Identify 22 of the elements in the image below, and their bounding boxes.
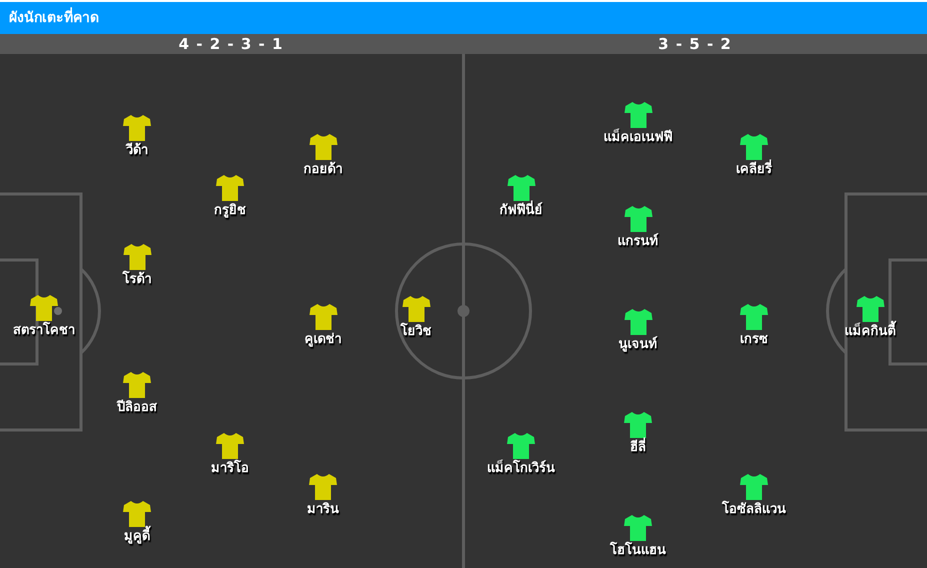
- player-name: วีด้า: [126, 143, 148, 159]
- player-name: โรด้า: [122, 272, 152, 288]
- player-name: โฮโนแฮน: [610, 543, 666, 559]
- player-name: คูเดช่า: [304, 332, 342, 348]
- player-name: กอยด้า: [304, 162, 342, 178]
- formation-label: 4 - 2 - 3 - 1: [178, 35, 284, 53]
- player-name: โอซัลลิแวน: [722, 502, 786, 518]
- player-name: แม็คโกเวิร์น: [487, 461, 555, 477]
- player-name: เคลียรี่: [736, 162, 772, 178]
- player-name: เกรซ: [740, 332, 768, 348]
- player-name: สตราโคชา: [13, 323, 75, 339]
- player-name: ปีลิออส: [117, 400, 157, 416]
- player-name: นูเจนท์: [618, 337, 658, 353]
- player-name: กัฟฟีนี่ย์: [500, 203, 542, 219]
- player-name: แม็คเอเนฟฟี: [604, 130, 672, 146]
- player-name: มาริน: [307, 502, 339, 518]
- formation-label: 3 - 5 - 2: [658, 35, 732, 53]
- player-name: มาริโอ: [211, 461, 249, 477]
- player-name: ฮีลี่: [630, 440, 646, 456]
- player-name: โยวิช: [400, 324, 432, 340]
- player-name: แกรนท์: [618, 234, 658, 250]
- player-name: กรูยิช: [214, 203, 246, 219]
